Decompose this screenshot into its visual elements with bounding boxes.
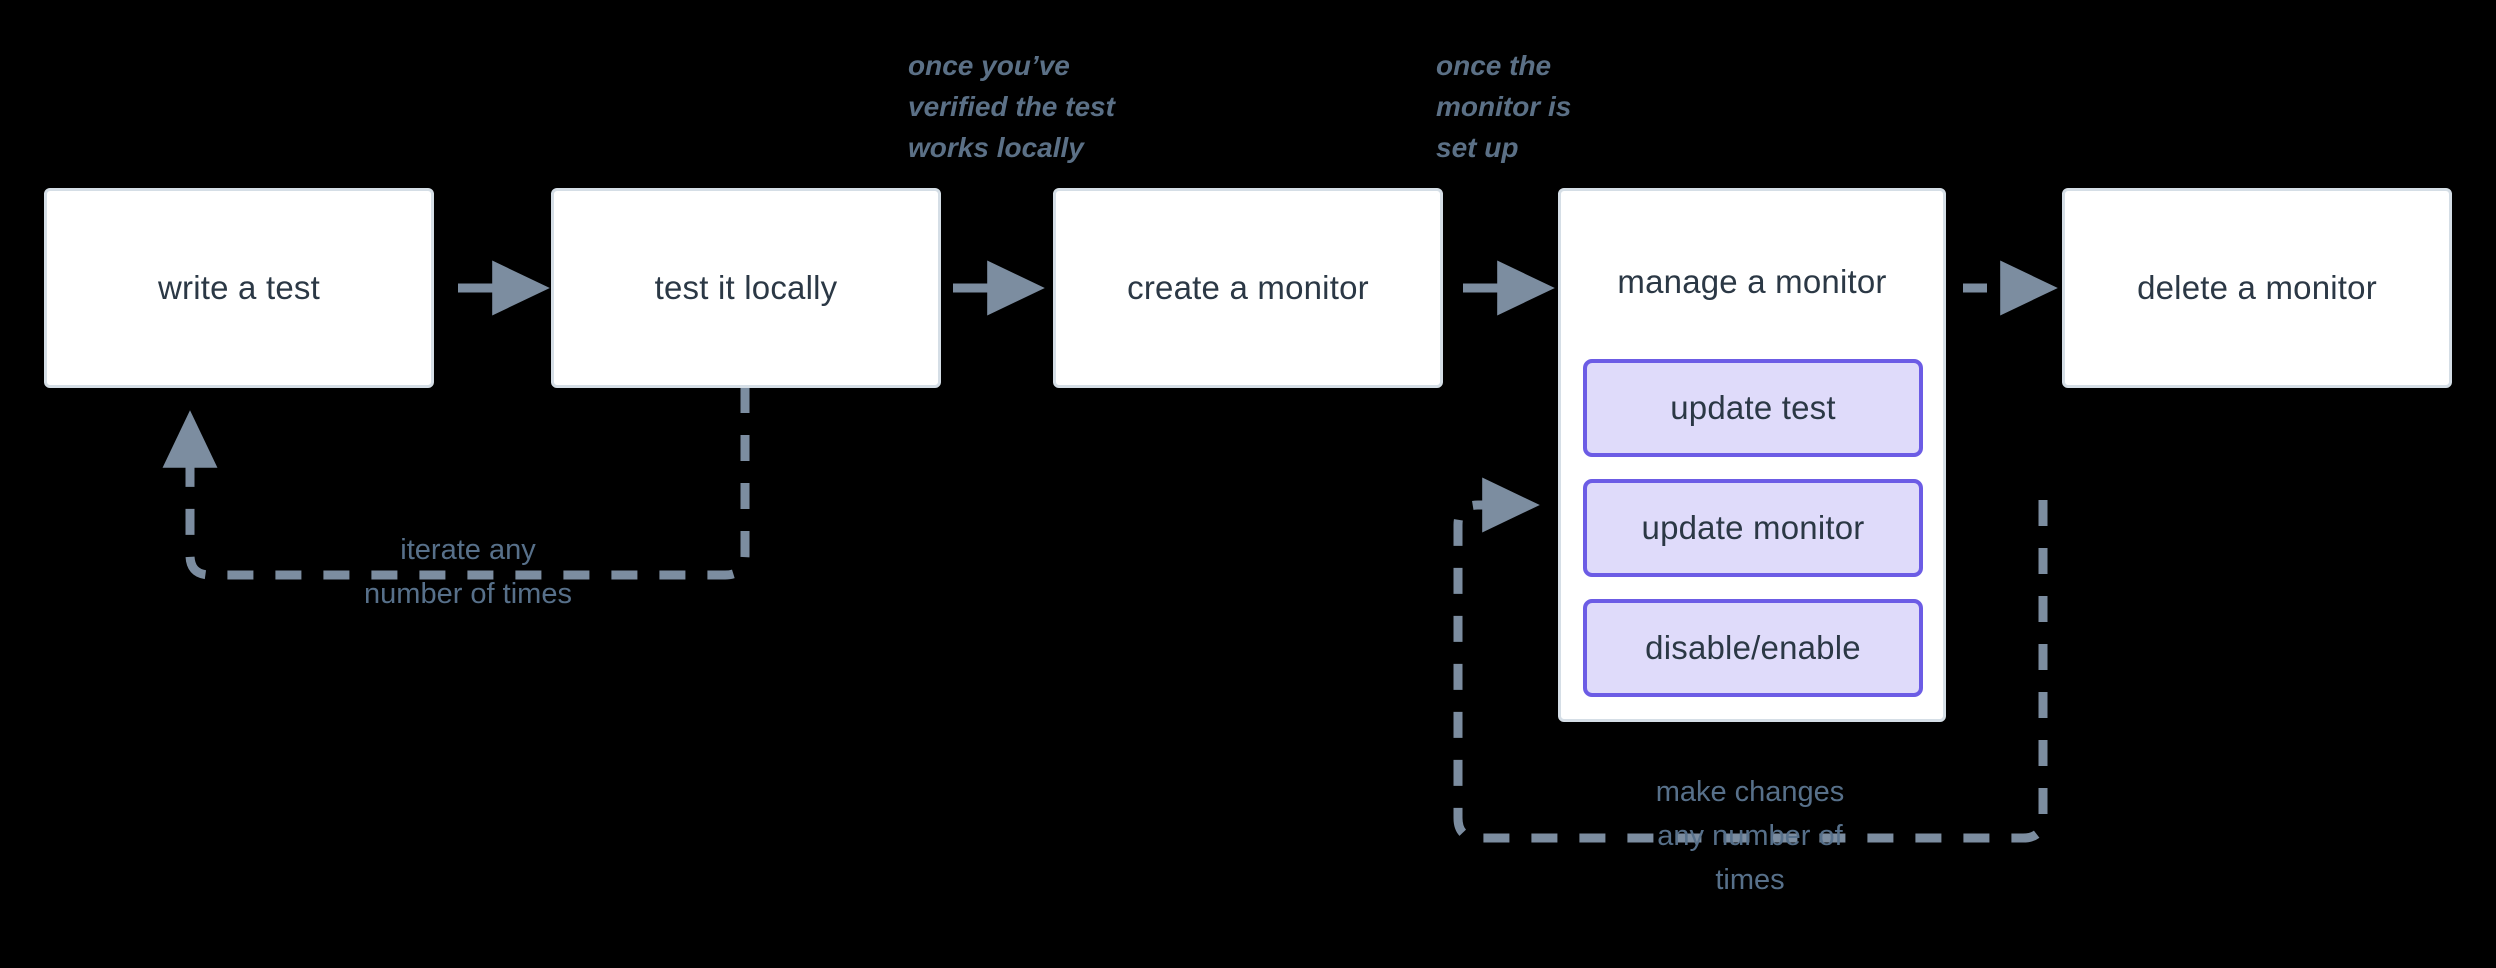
- node-test-it-locally[interactable]: test it locally: [551, 188, 941, 388]
- subnode-disable-enable[interactable]: disable/enable: [1583, 599, 1923, 697]
- node-write-a-test[interactable]: write a test: [44, 188, 434, 388]
- edge-label-make-changes-loop: make changes any number of times: [1655, 776, 1845, 896]
- edge-label-monitor-set-up: once the monitor is set up: [1436, 50, 1572, 163]
- node-label: test it locally: [654, 269, 838, 306]
- node-label: create a monitor: [1127, 269, 1369, 306]
- node-delete-a-monitor[interactable]: delete a monitor: [2062, 188, 2452, 388]
- subnode-label: disable/enable: [1645, 629, 1861, 666]
- node-label: delete a monitor: [2137, 269, 2377, 306]
- subnode-label: update test: [1670, 389, 1836, 426]
- node-manage-a-monitor[interactable]: manage a monitor update test update moni…: [1558, 188, 1946, 722]
- node-label: write a test: [158, 269, 320, 306]
- node-create-a-monitor[interactable]: create a monitor: [1053, 188, 1443, 388]
- subnode-update-monitor[interactable]: update monitor: [1583, 479, 1923, 577]
- node-label: manage a monitor: [1617, 263, 1887, 300]
- subnode-update-test[interactable]: update test: [1583, 359, 1923, 457]
- subnode-label: update monitor: [1641, 509, 1865, 546]
- edge-label-iterate-loop: iterate any number of times: [364, 534, 572, 610]
- edge-label-verified-locally: once you’ve verified the test works loca…: [908, 50, 1115, 163]
